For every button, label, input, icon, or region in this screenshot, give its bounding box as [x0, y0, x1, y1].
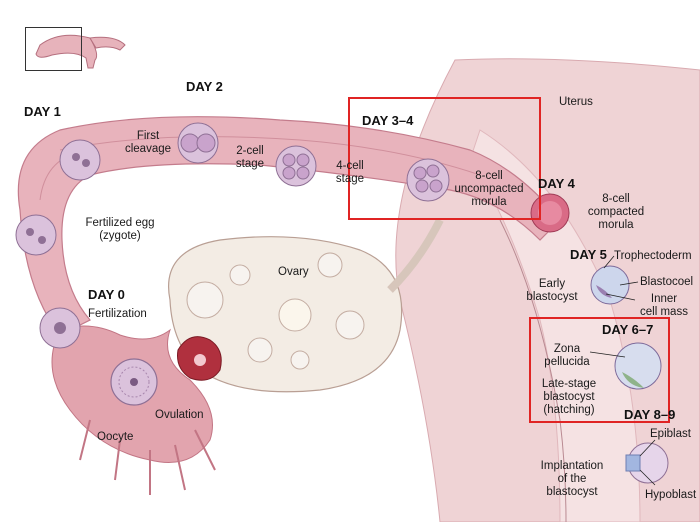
oocyte-label: Oocyte: [97, 431, 134, 443]
two-cell-embryo: [177, 122, 219, 164]
uncompacted-morula: [406, 158, 450, 202]
oocyte: [110, 358, 158, 406]
fertilization-label: Fertilization: [88, 308, 147, 320]
highlight-day3-4: [348, 97, 541, 220]
ovulation-label: Ovulation: [155, 409, 204, 421]
epiblast-label: Epiblast: [650, 428, 691, 440]
pointer-lines: [589, 255, 656, 486]
highlight-day6-7: [529, 317, 670, 423]
fertilized-egg-label: Fertilized egg(zygote): [85, 217, 155, 242]
day5-label: DAY 5: [570, 247, 607, 262]
ovary-label: Ovary: [278, 266, 309, 278]
day1-label: DAY 1: [24, 104, 61, 119]
day2-label: DAY 2: [186, 79, 223, 94]
day4-label: DAY 4: [538, 176, 575, 191]
zygote-day1: [59, 139, 101, 181]
implanting-blastocyst: [625, 442, 669, 484]
uterine-cavity: [469, 129, 641, 522]
fimbria-strands: [79, 419, 216, 495]
blastocoel-label: Blastocoel: [640, 276, 694, 288]
first-cleavage-cell: [15, 214, 57, 256]
inset-frame: [25, 27, 82, 71]
uterus-label: Uterus: [559, 96, 593, 108]
early-blastocyst: [590, 265, 630, 305]
day3-4-label: DAY 3–4: [362, 113, 414, 128]
ovarian-ligament: [387, 218, 444, 293]
four-cell-embryo: [275, 145, 317, 187]
fertilization-egg: [39, 307, 81, 349]
late-blastocyst: [614, 342, 662, 390]
hypoblast-label: Hypoblast: [645, 489, 697, 501]
day6-7-label: DAY 6–7: [602, 322, 654, 337]
trophectoderm-label: Trophectoderm: [614, 250, 692, 262]
uterine-inner-line: [499, 219, 567, 522]
day8-9-label: DAY 8–9: [624, 407, 676, 422]
day0-label: DAY 0: [88, 287, 125, 302]
